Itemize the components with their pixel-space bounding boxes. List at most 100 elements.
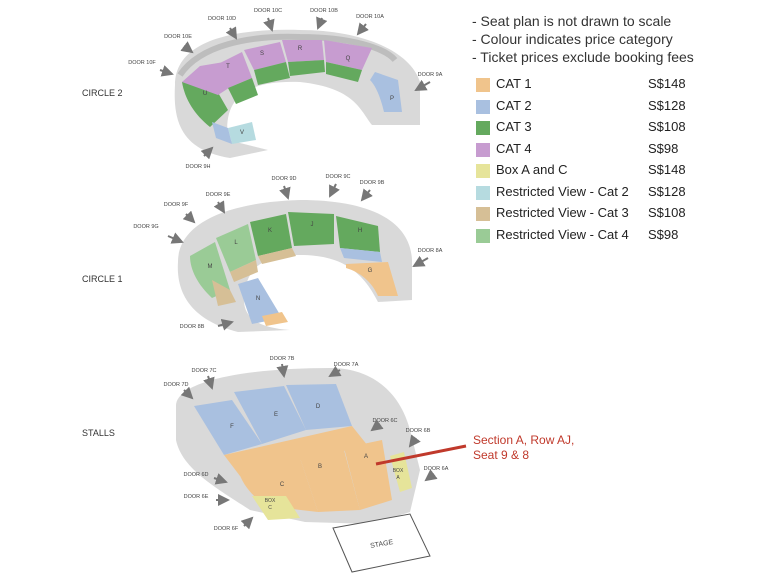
section-label: P	[390, 96, 394, 102]
legend-swatch	[476, 207, 490, 221]
highlight-line	[375, 444, 467, 466]
door-arrow-icon	[200, 146, 214, 160]
door-arrow-icon	[412, 255, 429, 267]
legend-price: S$98	[648, 140, 679, 156]
section-label: J	[311, 222, 314, 228]
section-s-front	[254, 62, 290, 85]
door-label: DOOR 10F	[128, 60, 156, 66]
section-s-block	[244, 42, 286, 70]
section-label: U	[203, 91, 207, 97]
note-line: - Colour indicates price category	[472, 31, 673, 47]
section-label: S	[260, 51, 264, 57]
door-label: DOOR 10B	[310, 8, 338, 14]
door-arrow-icon	[180, 386, 194, 400]
legend-row: Box A and C S$148	[476, 161, 756, 183]
legend-swatch	[476, 99, 490, 114]
door-label: DOOR 9A	[418, 72, 443, 78]
door-label: DOOR 9G	[133, 224, 158, 230]
door-label: DOOR 7D	[163, 382, 188, 388]
legend-row: CAT 3 S$108	[476, 118, 756, 140]
legend-price: S$108	[648, 205, 686, 220]
legend-price: S$108	[648, 119, 686, 134]
door-arrows	[159, 16, 438, 530]
door-arrow-icon	[213, 200, 226, 214]
legend-swatch	[476, 78, 490, 92]
door-arrow-icon	[414, 79, 431, 91]
level-label-circle-1: CIRCLE 1	[82, 274, 123, 284]
box-a-label: A	[396, 475, 400, 481]
stalls-plan	[176, 368, 431, 573]
section-k-front	[258, 248, 296, 264]
door-arrow-icon	[360, 188, 373, 202]
box-c	[252, 496, 300, 520]
door-arrow-icon	[159, 65, 174, 77]
section-n-block	[238, 278, 282, 324]
section-f-block	[194, 400, 262, 455]
legend-label: Box A and C	[496, 162, 568, 177]
section-t-front	[228, 78, 258, 104]
door-label: DOOR 10D	[208, 16, 236, 22]
door-label: DOOR 6B	[406, 428, 431, 434]
section-d-block	[286, 384, 352, 430]
legend-label: CAT 3	[496, 119, 532, 134]
notes: - Seat plan is not drawn to scale - Colo…	[472, 12, 694, 66]
section-label: K	[268, 228, 272, 234]
section-label: A	[364, 454, 368, 460]
door-arrow-icon	[182, 210, 196, 224]
circle-1-plan	[177, 200, 412, 332]
door-label: DOOR 9F	[164, 202, 189, 208]
seat-annotation: Section A, Row AJ, Seat 9 & 8	[473, 433, 574, 463]
door-arrow-icon	[276, 363, 289, 378]
door-label: DOOR 10C	[254, 8, 282, 14]
door-label: DOOR 7C	[191, 368, 216, 374]
legend-swatch	[476, 185, 490, 200]
door-arrow-icon	[316, 16, 328, 30]
section-e-block	[234, 386, 306, 444]
section-q-front	[326, 62, 362, 82]
door-arrow-icon	[328, 365, 342, 378]
legend-label: Restricted View - Cat 4	[496, 226, 629, 242]
section-m-front	[212, 280, 236, 306]
stalls-cat1-front	[224, 426, 368, 476]
note-line: - Seat plan is not drawn to scale	[472, 13, 672, 29]
section-label: G	[368, 268, 373, 274]
section-label: R	[298, 46, 303, 52]
section-label: C	[280, 482, 285, 488]
door-arrow-icon	[240, 516, 254, 530]
legend-swatch	[476, 121, 490, 135]
door-label: DOOR 7A	[334, 362, 359, 368]
box-c-label: BOX	[265, 498, 276, 504]
door-arrow-icon	[408, 434, 421, 448]
legend-label: Restricted View - Cat 2	[496, 183, 629, 199]
door-label: DOOR 9E	[206, 192, 231, 198]
legend-price: S$148	[648, 162, 686, 177]
door-label: DOOR 6A	[424, 466, 449, 472]
door-label: DOOR 9C	[325, 174, 350, 180]
box-c-label: C	[268, 505, 272, 511]
door-label: DOOR 10E	[164, 34, 192, 40]
section-label: D	[316, 404, 321, 410]
section-m-block	[190, 242, 230, 298]
section-b-block	[300, 450, 360, 512]
door-label: DOOR 6F	[214, 526, 239, 532]
door-arrow-icon	[167, 232, 184, 244]
annotation-line: Seat 9 & 8	[473, 448, 530, 462]
door-arrow-icon	[213, 473, 228, 485]
legend-price: S$128	[648, 97, 686, 113]
door-arrow-icon	[279, 185, 291, 200]
section-a-block	[344, 440, 392, 510]
door-label: DOOR 6C	[372, 418, 397, 424]
legend-label: Restricted View - Cat 3	[496, 205, 629, 220]
door-arrow-icon	[356, 22, 369, 36]
stage	[332, 513, 431, 573]
legend-swatch	[476, 142, 490, 157]
section-p-block	[370, 72, 402, 112]
section-r-block	[282, 40, 324, 62]
door-label: DOOR 9D	[271, 176, 296, 182]
box-a	[390, 452, 412, 492]
section-label: M	[208, 264, 213, 270]
door-arrow-icon	[329, 183, 340, 198]
